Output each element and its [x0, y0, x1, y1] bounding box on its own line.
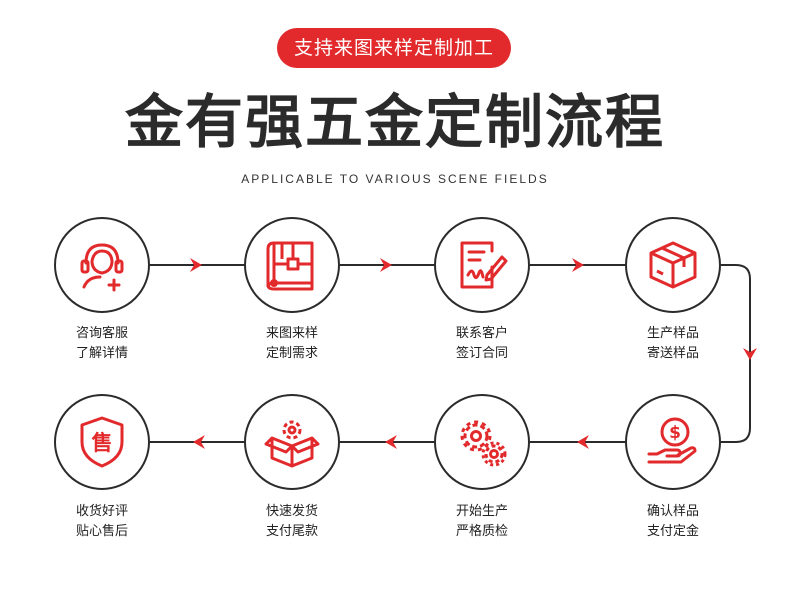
step-6-line1: 开始生产 [455, 504, 508, 519]
step-8-line2: 贴心售后 [75, 524, 128, 539]
gears-icon [460, 420, 507, 467]
header-tag: 支持来图来样定制加工 [277, 28, 511, 68]
payment-icon: $ [647, 417, 697, 464]
step-8-label: 收货好评 贴心售后 [32, 502, 172, 542]
step-2-line1: 来图来样 [265, 326, 318, 341]
step-6-line2: 严格质检 [455, 524, 508, 539]
step-3-label: 联系客户 签订合同 [412, 324, 552, 364]
step-5-line1: 确认样品 [646, 504, 699, 519]
page-title: 金有强五金定制流程 [124, 88, 665, 156]
arrow-right-icon [572, 258, 584, 272]
step-3-line2: 签订合同 [455, 346, 508, 361]
after-sales-icon: 售 [80, 416, 124, 468]
step-5-label: 确认样品 支付定金 [603, 502, 743, 542]
step-2-label: 来图来样 定制需求 [222, 324, 362, 364]
after-sales-glyph: 售 [92, 431, 113, 455]
arrow-down-icon [743, 348, 757, 360]
step-7-line2: 支付尾款 [265, 524, 318, 539]
step-6-circle [434, 394, 530, 490]
step-6-label: 开始生产 严格质检 [412, 502, 552, 542]
step-4-label: 生产样品 寄送样品 [603, 324, 743, 364]
step-2-line2: 定制需求 [265, 346, 318, 361]
arrow-right-icon [380, 258, 392, 272]
step-4-circle [625, 217, 721, 313]
box-icon [649, 241, 697, 289]
step-4-line2: 寄送样品 [646, 346, 699, 361]
step-1-label: 咨询客服 了解详情 [32, 324, 172, 364]
delivery-box-icon [264, 420, 320, 468]
step-5-circle: $ [625, 394, 721, 490]
contract-icon [460, 241, 508, 289]
step-7-label: 快速发货 支付尾款 [222, 502, 362, 542]
arrow-right-icon [190, 258, 202, 272]
step-1-line1: 咨询客服 [75, 326, 128, 341]
step-8-circle: 售 [54, 394, 150, 490]
arrow-left-icon [577, 435, 589, 449]
step-1-line2: 了解详情 [75, 346, 128, 361]
step-4-line1: 生产样品 [646, 326, 699, 341]
svg-text:$: $ [669, 423, 681, 443]
step-8-line1: 收货好评 [75, 504, 128, 519]
step-2-circle [244, 217, 340, 313]
step-7-line1: 快速发货 [265, 504, 318, 519]
step-3-circle [434, 217, 530, 313]
page-subtitle: APPLICABLE TO VARIOUS SCENE FIELDS [241, 172, 549, 186]
step-5-line2: 支付定金 [646, 524, 699, 539]
blueprint-icon [266, 241, 314, 291]
step-7-circle [244, 394, 340, 490]
step-3-line1: 联系客户 [455, 326, 508, 341]
customer-service-icon [80, 243, 124, 292]
step-1-circle [54, 217, 150, 313]
arrow-left-icon [193, 435, 205, 449]
arrow-left-icon [385, 435, 397, 449]
